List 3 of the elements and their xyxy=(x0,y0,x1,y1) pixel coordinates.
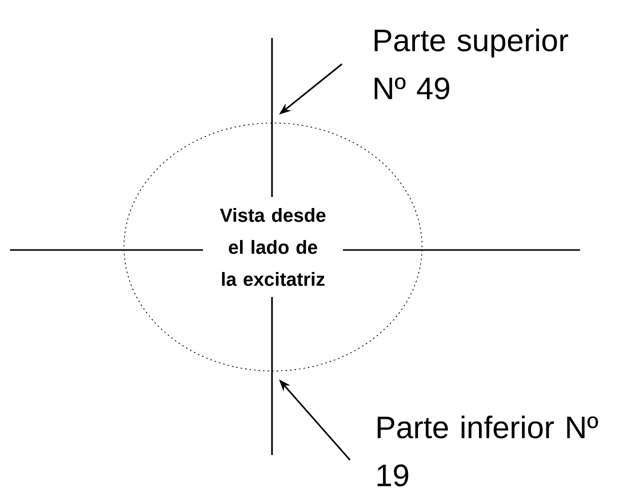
callout-text: Parte inferior Nº 19 xyxy=(378,416,598,486)
callout-text: Parte superior Nº 49 xyxy=(374,28,568,100)
circle-outline: Vista desde el lado de la excitatriz xyxy=(124,122,422,372)
